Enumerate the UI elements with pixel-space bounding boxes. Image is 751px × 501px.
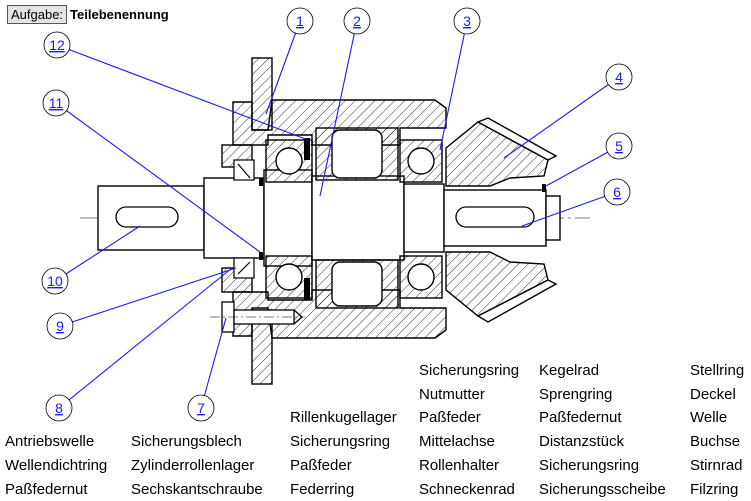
callout-9: 9 [46, 312, 74, 340]
word: Distanzstück [539, 433, 625, 450]
svg-text:4: 4 [615, 69, 623, 85]
word: Buchse [690, 433, 741, 450]
word: Paßfedernut [5, 481, 88, 498]
task-tag: Aufgabe: [7, 5, 68, 24]
callout-1: 1 [286, 7, 314, 35]
keyway-left [115, 206, 179, 228]
word: Mittelachse [419, 433, 495, 450]
callout-11: 11 [42, 89, 70, 117]
word: Nutmutter [419, 386, 485, 403]
word: Sicherungsring [539, 457, 640, 474]
word: Sicherungsblech [131, 433, 242, 450]
callout-2: 2 [343, 7, 371, 35]
ball-bearings [265, 139, 443, 299]
word: Welle [690, 409, 728, 426]
word: Rollenhalter [419, 457, 500, 474]
word: Sechskantschraube [131, 481, 263, 498]
callout-4: 4 [605, 63, 633, 91]
word: Sicherungsring [419, 362, 520, 379]
callout-10: 10 [41, 267, 69, 295]
callout-7: 7 [187, 394, 215, 422]
word: Stirnrad [690, 457, 743, 474]
svg-text:7: 7 [197, 400, 205, 416]
callout-12: 12 [43, 31, 71, 59]
svg-text:8: 8 [55, 400, 63, 416]
word: Sprengring [539, 386, 613, 403]
word: Paßfeder [419, 409, 481, 426]
task-title: Teilebenennung [70, 7, 169, 22]
word: Wellendichtring [5, 457, 108, 474]
word: Filzring [690, 481, 739, 498]
word: Deckel [690, 386, 736, 403]
hex-screw [210, 301, 305, 333]
callout-markers: 1 2 3 4 5 6 7 8 9 10 11 12 [41, 7, 633, 422]
svg-text:10: 10 [47, 273, 63, 289]
svg-text:6: 6 [613, 184, 621, 200]
callout-leaders [54, 20, 620, 409]
callout-5: 5 [605, 132, 633, 160]
shaft-seal [233, 159, 255, 279]
word: Zylinderrollenlager [131, 457, 255, 474]
word: Schneckenrad [419, 481, 515, 498]
word: Stellring [690, 362, 745, 379]
svg-text:11: 11 [49, 95, 64, 111]
task-header: Aufgabe: Teilebenennung [7, 5, 169, 24]
keyway-right [455, 206, 535, 228]
word: Sicherungsring [290, 433, 391, 450]
svg-text:2: 2 [353, 13, 361, 29]
word: Paßfeder [290, 457, 352, 474]
word: Paßfedernut [539, 409, 622, 426]
word: Rillenkugellager [290, 409, 397, 426]
svg-text:3: 3 [463, 13, 471, 29]
word: Antriebswelle [5, 433, 95, 450]
roller-bearing [315, 127, 399, 309]
callout-8: 8 [45, 394, 73, 422]
svg-text:9: 9 [56, 318, 64, 334]
word: Kegelrad [539, 362, 600, 379]
svg-text:12: 12 [49, 37, 65, 53]
svg-text:1: 1 [296, 13, 304, 29]
svg-text:5: 5 [615, 138, 623, 154]
retaining-rings [259, 138, 546, 300]
word: Sicherungsscheibe [539, 481, 666, 498]
callout-6: 6 [603, 178, 631, 206]
callout-3: 3 [453, 7, 481, 35]
bevel-gear [445, 117, 558, 323]
word: Federring [290, 481, 355, 498]
